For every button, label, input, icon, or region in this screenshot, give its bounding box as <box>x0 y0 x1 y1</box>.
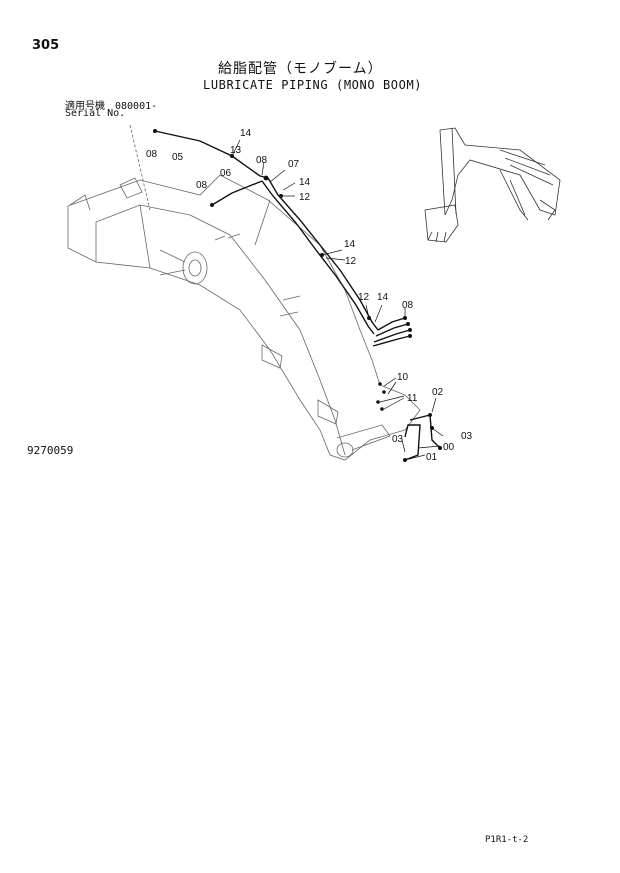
callout-06: 06 <box>220 168 232 179</box>
callout-14: 14 <box>344 239 356 250</box>
serial-label: Serial No. <box>65 108 126 119</box>
leader-lines <box>231 139 444 461</box>
callout-labels: 08 05 14 13 08 06 07 08 14 12 14 12 12 1… <box>146 128 473 463</box>
callout-05: 05 <box>172 152 184 163</box>
callout-14: 14 <box>377 292 389 303</box>
callout-14: 14 <box>240 128 252 139</box>
callout-00: 00 <box>443 442 455 453</box>
callout-08: 08 <box>146 149 158 160</box>
callout-03: 03 <box>392 434 404 445</box>
page-title-japanese: 給脂配管（モノブーム） <box>218 61 383 77</box>
excavator-key-image <box>424 127 561 243</box>
callout-13: 13 <box>230 145 242 156</box>
callout-03: 03 <box>461 431 473 442</box>
callout-12: 12 <box>358 292 370 303</box>
page-number: 305 <box>32 38 60 53</box>
grease-fittings <box>153 129 442 462</box>
figure-number: 9270059 <box>27 444 74 457</box>
callout-08: 08 <box>196 180 208 191</box>
boom-outline <box>67 124 421 461</box>
callout-01: 01 <box>426 452 438 463</box>
callout-14: 14 <box>299 177 311 188</box>
callout-12: 12 <box>299 192 311 203</box>
callout-07: 07 <box>288 159 300 170</box>
callout-02: 02 <box>432 387 444 398</box>
page-code: P1R1-t-2 <box>485 835 529 845</box>
callout-12: 12 <box>345 256 357 267</box>
serial-label-japanese: 適用号機 080001- <box>65 101 158 112</box>
callout-08: 08 <box>402 300 414 311</box>
callout-10: 10 <box>397 372 409 383</box>
page-title: LUBRICATE PIPING (MONO BOOM) <box>203 78 423 92</box>
callout-11: 11 <box>407 393 418 404</box>
callout-08: 08 <box>256 155 268 166</box>
